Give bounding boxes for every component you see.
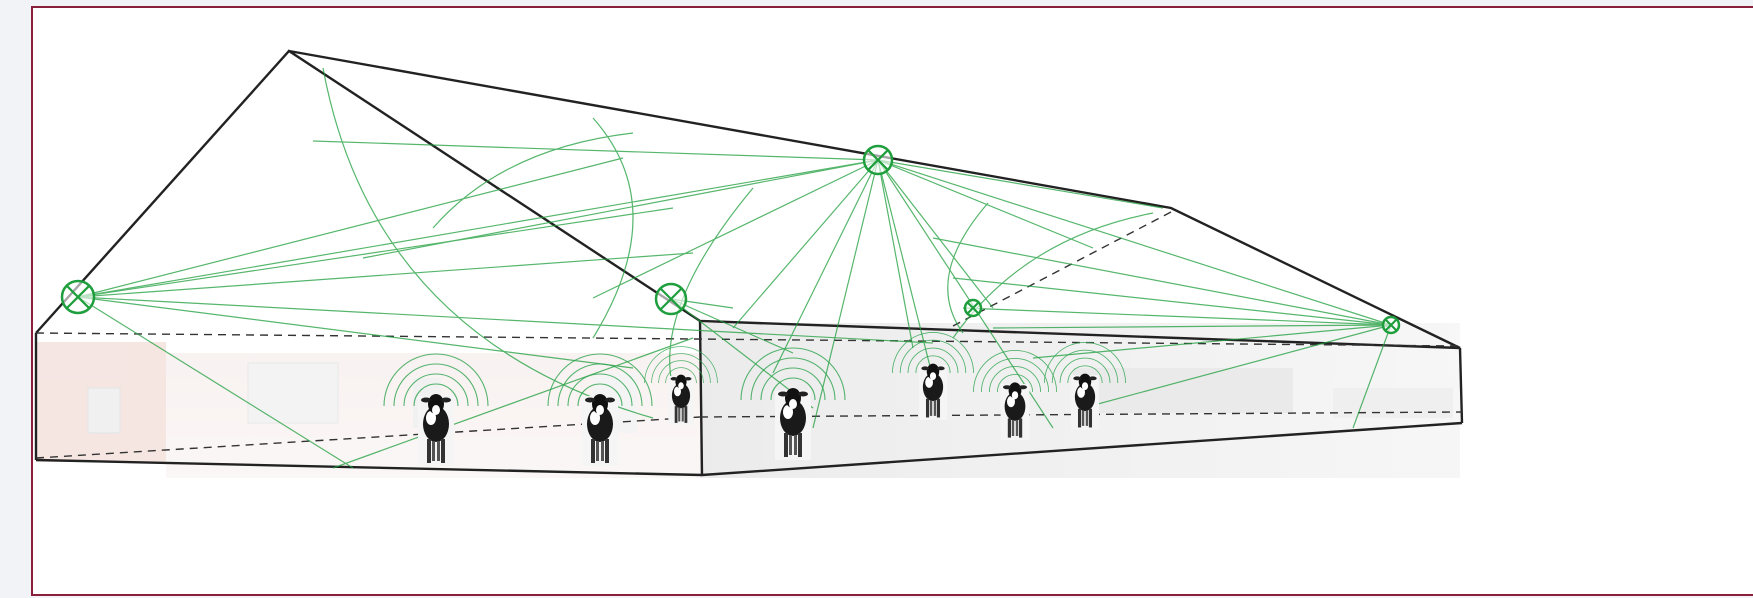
- cow-icon: [740, 347, 846, 460]
- signal-waves-icon: [644, 346, 718, 384]
- signal-waves-icon: [383, 353, 489, 407]
- sensor-coverage-lines: [77, 67, 1392, 469]
- signal-waves-icon: [1044, 342, 1126, 384]
- barn-diagram: [34, 49, 1464, 478]
- sensors-group: [60, 144, 1401, 335]
- cow-icon: [383, 353, 489, 466]
- crossed-circle-icon: [1381, 315, 1401, 335]
- cow-icon: [547, 353, 653, 466]
- background-building-photo: [36, 323, 1460, 478]
- crossed-circle-icon: [963, 298, 983, 318]
- cow-icon: [644, 346, 718, 425]
- barn-outline: [34, 49, 1464, 477]
- crossed-circle-icon: [654, 282, 688, 316]
- crossed-circle-icon: [862, 144, 894, 176]
- signal-waves-icon: [740, 347, 846, 401]
- crossed-circle-icon: [60, 279, 96, 315]
- signal-waves-icon: [547, 353, 653, 407]
- signal-waves-icon: [892, 332, 974, 374]
- cow-icon: [972, 350, 1058, 440]
- signal-waves-icon: [972, 350, 1058, 393]
- figure-frame: [31, 6, 1753, 596]
- cow-icon: [1044, 342, 1126, 430]
- cow-icon: [892, 332, 974, 420]
- cows-group: [383, 332, 1126, 466]
